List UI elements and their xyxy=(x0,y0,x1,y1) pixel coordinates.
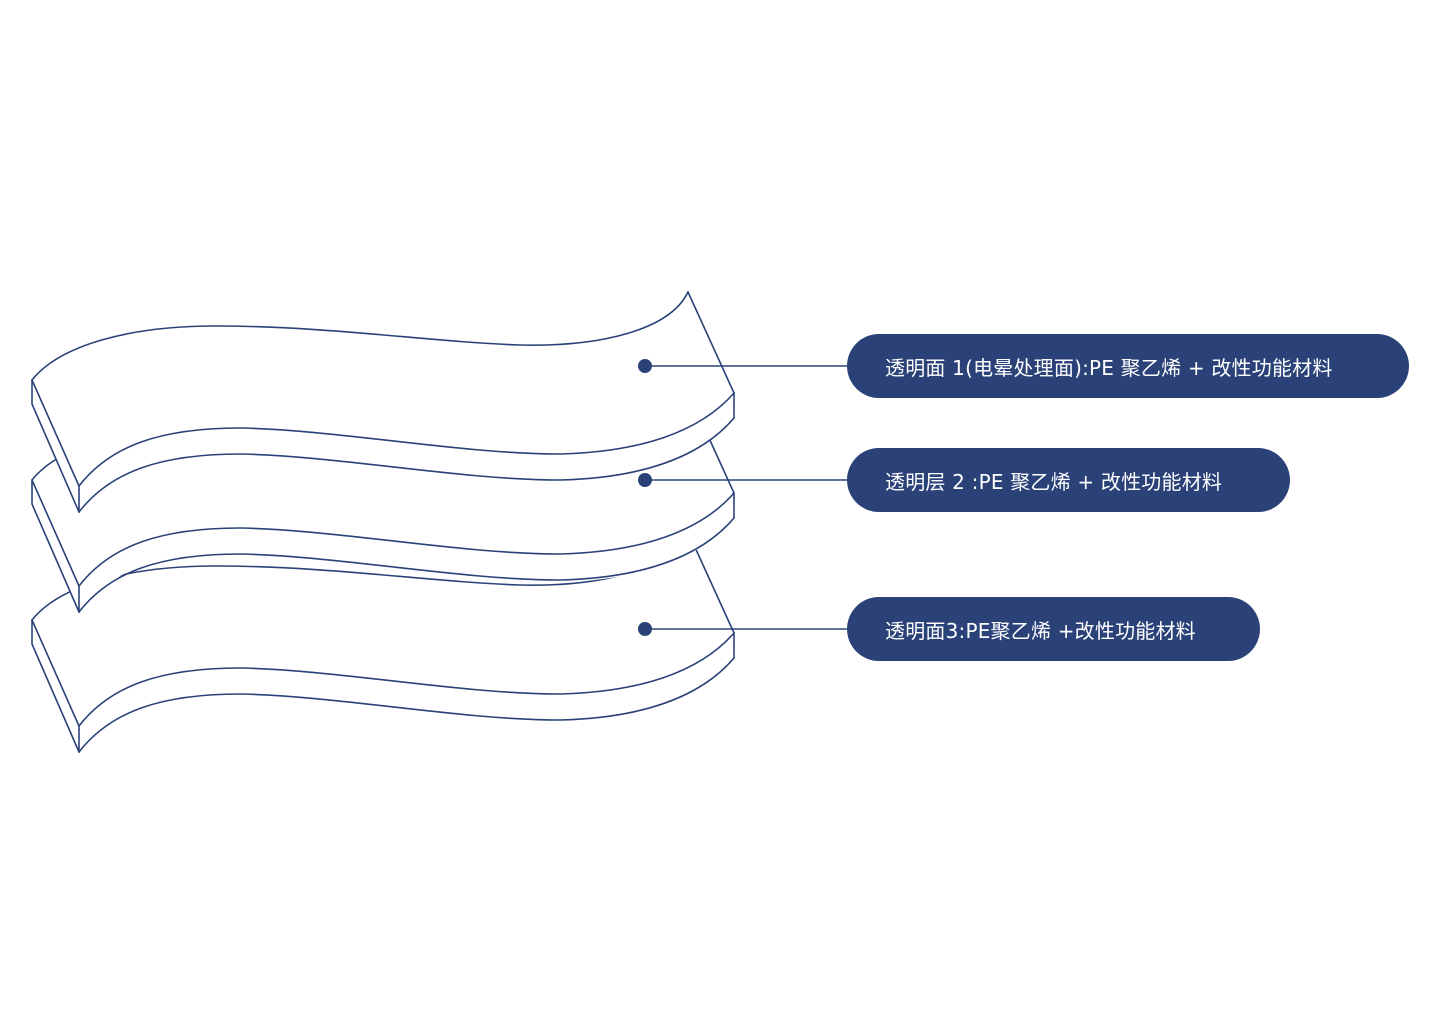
layer-1-label: 透明面 1(电晕处理面):PE 聚乙烯 + 改性功能材料 xyxy=(847,334,1409,398)
leader-2 xyxy=(638,473,848,487)
leader-dot-3-icon xyxy=(638,622,652,636)
leader-dot-2-icon xyxy=(638,473,652,487)
layer-3-label-text: 透明面3:PE聚乙烯 +改性功能材料 xyxy=(885,618,1196,643)
layer-2-label-text: 透明层 2 :PE 聚乙烯 + 改性功能材料 xyxy=(885,469,1223,494)
leader-1 xyxy=(638,359,848,373)
leader-3 xyxy=(638,622,848,636)
layer-1-label-text: 透明面 1(电晕处理面):PE 聚乙烯 + 改性功能材料 xyxy=(885,355,1333,380)
layer-3-label: 透明面3:PE聚乙烯 +改性功能材料 xyxy=(847,597,1260,661)
layer-2-label: 透明层 2 :PE 聚乙烯 + 改性功能材料 xyxy=(847,448,1290,512)
leader-dot-1-icon xyxy=(638,359,652,373)
film-layer-1-shape xyxy=(31,291,735,513)
